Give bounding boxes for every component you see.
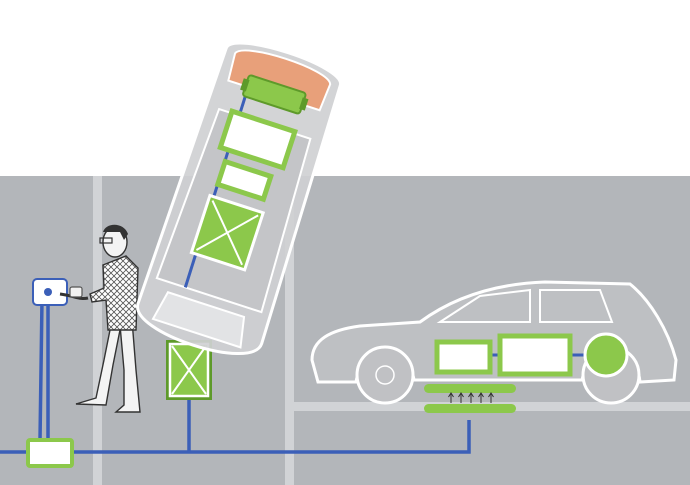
energy-transfer-arrows — [448, 392, 494, 403]
ground-charging-pad — [166, 340, 212, 400]
road-inductive-coils — [424, 384, 516, 413]
grid-supply-box — [26, 438, 74, 468]
sky-background — [0, 0, 690, 178]
energy-arrow — [448, 392, 454, 403]
person-plugging-cable — [75, 224, 141, 413]
energy-arrow — [458, 392, 464, 403]
side-view-car — [310, 280, 678, 405]
energy-arrow — [478, 392, 484, 403]
side-car-motor — [583, 332, 629, 378]
car-onboard-control-unit — [217, 108, 298, 171]
side-car-pickup-unit — [434, 339, 493, 375]
energy-arrow — [468, 392, 474, 403]
parked-car-top-view — [136, 41, 342, 355]
side-car-control-unit — [497, 333, 573, 377]
energy-arrow — [488, 392, 494, 403]
car-pickup-coil — [189, 193, 266, 272]
car-onboard-battery — [240, 74, 309, 115]
wall-charging-station — [32, 278, 89, 306]
car-onboard-converter — [214, 158, 274, 203]
